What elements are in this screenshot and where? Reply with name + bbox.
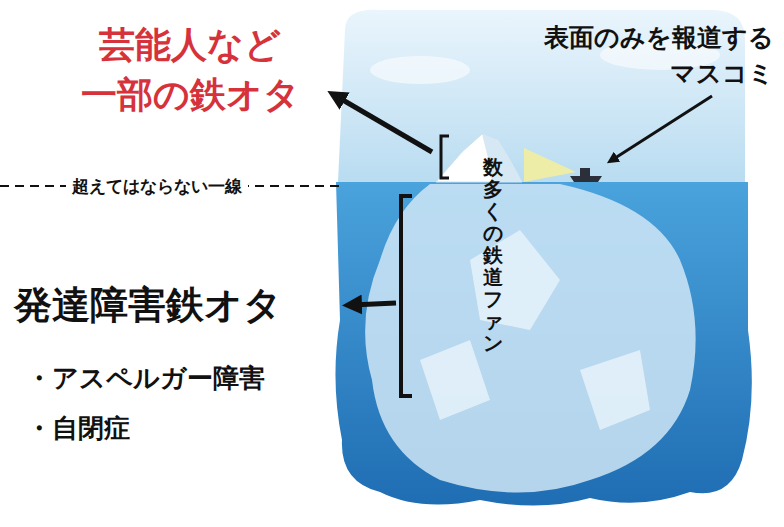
vertical-label: 数多くの鉄道ファン xyxy=(483,156,503,354)
sea xyxy=(335,182,751,506)
list-item: ・アスペルガー障害 xyxy=(26,361,265,395)
group-label: 発達障害鉄オタ xyxy=(14,281,282,329)
ice-facets xyxy=(420,230,650,430)
red-label: 芸能人など 一部の鉄オタ xyxy=(62,20,318,120)
ship-cabin xyxy=(580,168,590,176)
iceberg-tip xyxy=(436,134,522,182)
arrow xyxy=(336,96,432,152)
iceberg-underwater xyxy=(365,184,696,493)
arrow xyxy=(352,303,396,305)
ship xyxy=(570,176,602,182)
bracket xyxy=(441,136,449,178)
arrow xyxy=(612,96,712,160)
line-label: 超えてはならない一線 xyxy=(66,175,248,197)
bracket xyxy=(401,196,412,396)
media-label: 表面のみを報道する マスコミ xyxy=(500,20,774,92)
cloud xyxy=(370,56,470,84)
search-light xyxy=(524,148,576,182)
list-item: ・自閉症 xyxy=(26,411,130,445)
